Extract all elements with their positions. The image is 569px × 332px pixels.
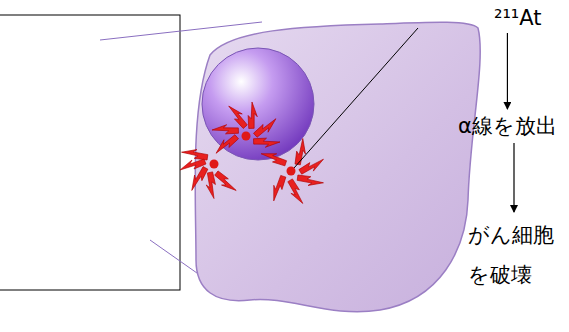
at-atom — [210, 160, 219, 169]
alpha-ray — [214, 168, 237, 196]
label-text: α線を放出 — [458, 112, 557, 140]
zoom-frame — [0, 15, 180, 290]
alpha-ray — [212, 120, 240, 139]
flow-arrow — [513, 143, 514, 212]
alpha-ray — [180, 159, 206, 170]
nucleus — [202, 48, 314, 160]
at-atom — [242, 132, 251, 141]
alpha-ray — [185, 165, 212, 190]
zoom-line — [100, 22, 262, 40]
alpha-ray — [295, 170, 323, 193]
text-node: α線を放出 — [458, 112, 557, 140]
at-atom — [287, 167, 296, 176]
text-node: がん細胞 を破壊 — [468, 215, 560, 295]
alpha-ray — [261, 145, 288, 170]
label-text: がん細胞 を破壊 — [468, 215, 560, 295]
text-node: ²¹¹At — [494, 6, 542, 30]
alpha-ray — [287, 178, 302, 206]
alpha-ray — [251, 119, 279, 138]
alpha-ray — [212, 134, 240, 153]
alpha-rays — [180, 102, 325, 205]
label-text: ²¹¹At — [494, 6, 542, 30]
alpha-ray — [290, 139, 313, 167]
alpha-ray — [265, 174, 290, 201]
flow-arrow — [507, 33, 508, 109]
cancer-cell — [195, 22, 480, 312]
leader-line — [294, 28, 418, 168]
alpha-ray — [298, 159, 326, 174]
alpha-ray — [243, 102, 262, 130]
alpha-ray — [252, 133, 280, 152]
alpha-ray — [229, 102, 248, 130]
